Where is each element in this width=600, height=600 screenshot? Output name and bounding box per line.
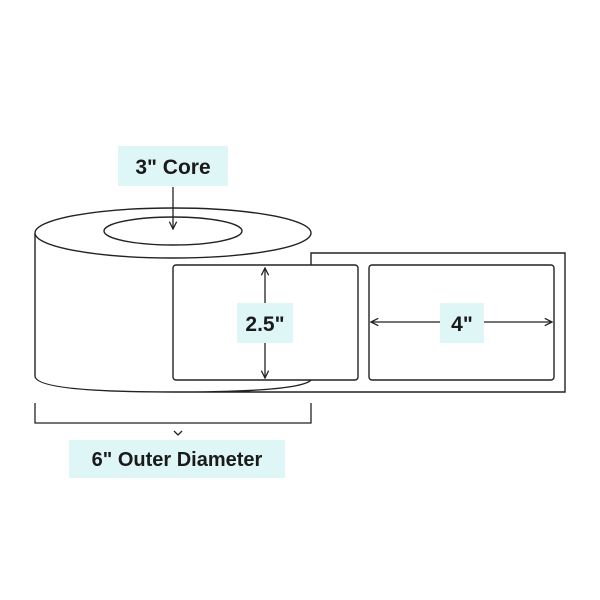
outer-diameter-label-background <box>69 440 285 478</box>
height-label: 2.5" <box>237 303 293 343</box>
outer-diameter-label-text: 6" Outer Diameter <box>92 449 263 471</box>
height-label-text: 2.5" <box>245 313 284 336</box>
label-roll <box>34 207 312 393</box>
width-label: 4" <box>440 303 484 343</box>
outer-diameter-label: 6" Outer Diameter <box>69 440 285 478</box>
outer-diameter-bracket <box>34 403 312 424</box>
roll-side-outline <box>34 233 174 393</box>
width-label-text: 4" <box>451 313 473 336</box>
width-label-background <box>440 303 484 343</box>
core-label: 3" Core <box>118 146 228 186</box>
height-label-background <box>237 303 293 343</box>
label-strip <box>172 252 566 393</box>
core-label-text: 3" Core <box>135 156 210 179</box>
core-label-background <box>118 146 228 186</box>
outer-diameter-pointer <box>173 430 183 436</box>
